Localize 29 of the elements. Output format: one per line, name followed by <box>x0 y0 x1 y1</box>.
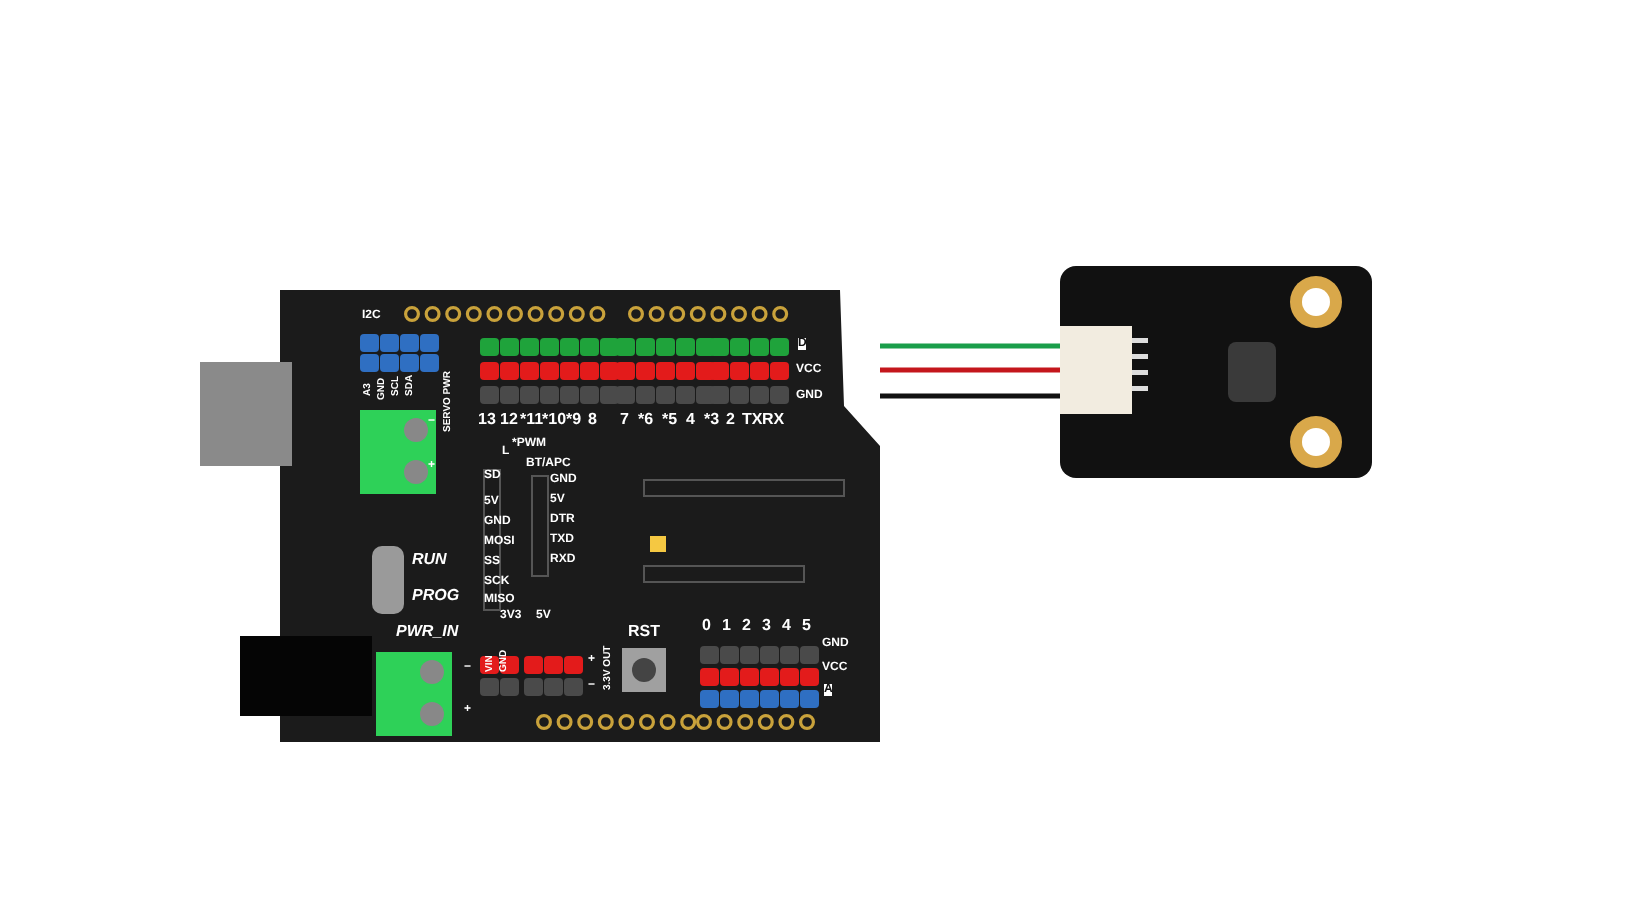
pin-number: *10 <box>542 412 567 428</box>
pin-number: 4 <box>782 618 791 634</box>
pin-number: *3 <box>704 412 720 428</box>
pin-number: TX <box>742 412 763 428</box>
pin-label: RST <box>628 624 660 640</box>
pin-number: 5 <box>802 618 811 634</box>
wire <box>880 393 1060 399</box>
pin-number: *5 <box>662 412 678 428</box>
pin-number: 2 <box>742 618 751 634</box>
pin-label: PWR_IN <box>396 624 459 640</box>
sensor-module-drawing <box>1060 266 1372 478</box>
wire <box>880 367 1060 373</box>
pin-label: RUN <box>412 552 447 568</box>
pin-number: 12 <box>500 412 518 428</box>
pin-number: 8 <box>588 412 597 428</box>
pin-number: *6 <box>638 412 654 428</box>
pin-number: 13 <box>478 412 496 428</box>
pin-number: 0 <box>702 618 711 634</box>
pin-number: *11 <box>520 412 544 428</box>
pin-number: 4 <box>686 412 695 428</box>
pin-number: 7 <box>620 412 629 428</box>
expansion-board-drawing <box>200 286 880 746</box>
pin-number: RX <box>762 412 785 428</box>
pin-number: 3 <box>762 618 771 634</box>
pin-number: 1 <box>722 618 731 634</box>
wire <box>880 343 1060 349</box>
pin-number: *9 <box>566 412 582 428</box>
pin-label: PROG <box>412 588 460 604</box>
pin-number: 2 <box>726 412 735 428</box>
